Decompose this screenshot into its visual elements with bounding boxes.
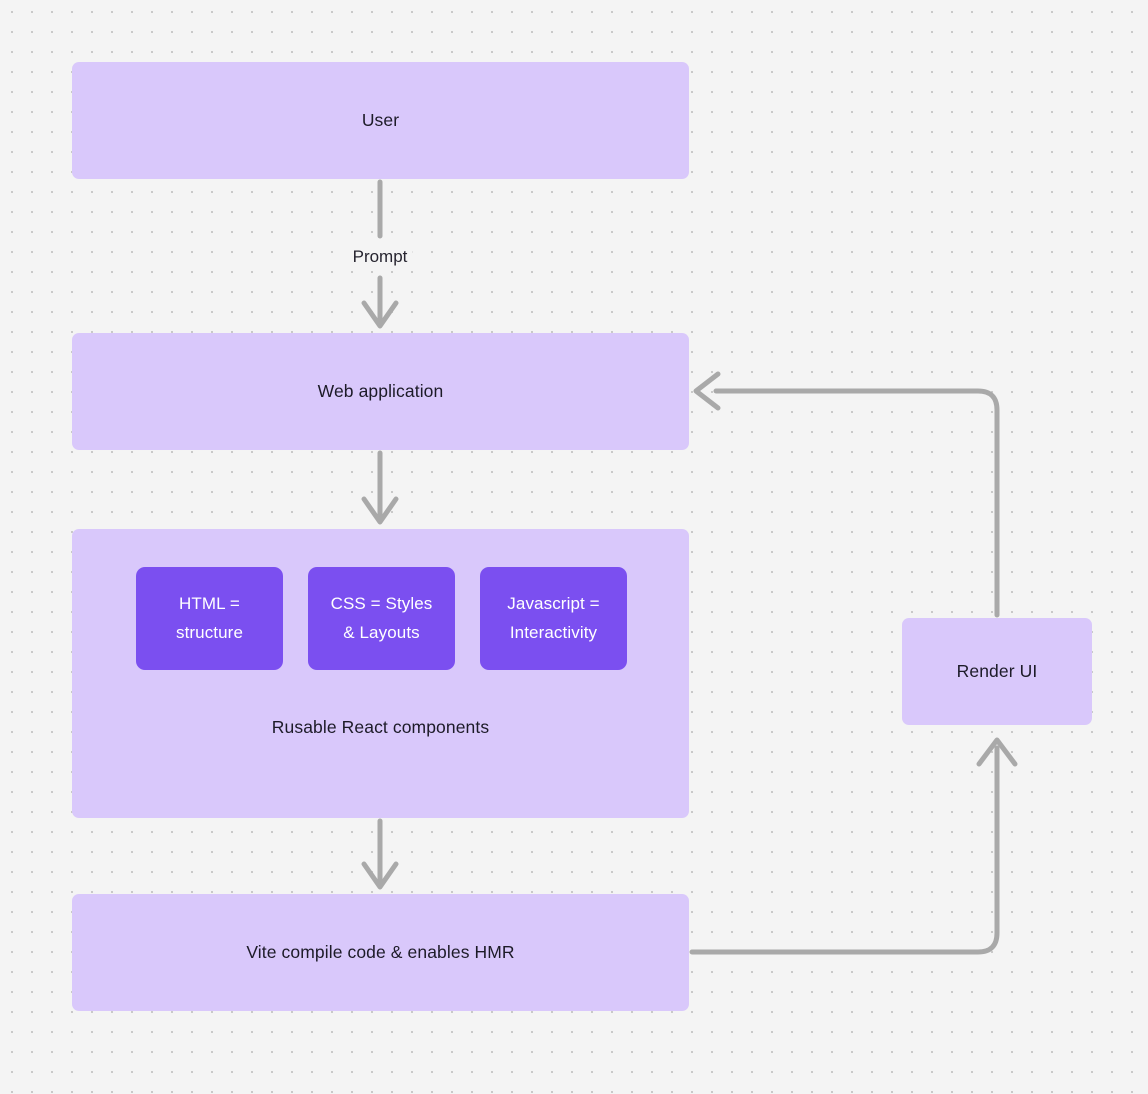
arrowhead-group-to-vite — [361, 861, 399, 890]
chip-javascript-line1: Javascript = — [507, 593, 600, 613]
edge-render-to-webapp — [713, 388, 1000, 618]
arrowhead-user-to-webapp — [361, 300, 399, 329]
node-vite-label: Vite compile code & enables HMR — [246, 941, 515, 962]
edge-vite-to-render — [689, 745, 1000, 955]
arrowhead-webapp-to-group — [361, 496, 399, 525]
edge-label-prompt: Prompt — [347, 246, 413, 268]
node-react-components-group-label: Rusable React components — [271, 717, 490, 737]
chip-row: HTML = structure CSS = Styles & Layouts … — [136, 567, 627, 670]
chip-css[interactable]: CSS = Styles & Layouts — [308, 567, 455, 670]
node-react-components-group[interactable]: HTML = structure CSS = Styles & Layouts … — [72, 529, 689, 818]
chip-css-line2: & Layouts — [343, 622, 420, 642]
node-user-label: User — [361, 109, 400, 130]
chip-html-line2: structure — [175, 622, 244, 642]
arrowhead-render-to-webapp — [693, 371, 721, 411]
node-render-ui-label: Render UI — [956, 660, 1038, 681]
node-web-application-label: Web application — [317, 380, 444, 401]
chip-html[interactable]: HTML = structure — [136, 567, 283, 670]
chip-javascript[interactable]: Javascript = Interactivity — [480, 567, 627, 670]
chip-html-line1: HTML = — [179, 593, 240, 613]
chip-css-line1: CSS = Styles — [330, 593, 433, 613]
chip-javascript-line2: Interactivity — [509, 622, 598, 642]
node-web-application[interactable]: Web application — [72, 333, 689, 450]
node-user[interactable]: User — [72, 62, 689, 179]
arrowhead-vite-to-render — [976, 737, 1018, 767]
node-render-ui[interactable]: Render UI — [902, 618, 1092, 725]
node-vite[interactable]: Vite compile code & enables HMR — [72, 894, 689, 1011]
